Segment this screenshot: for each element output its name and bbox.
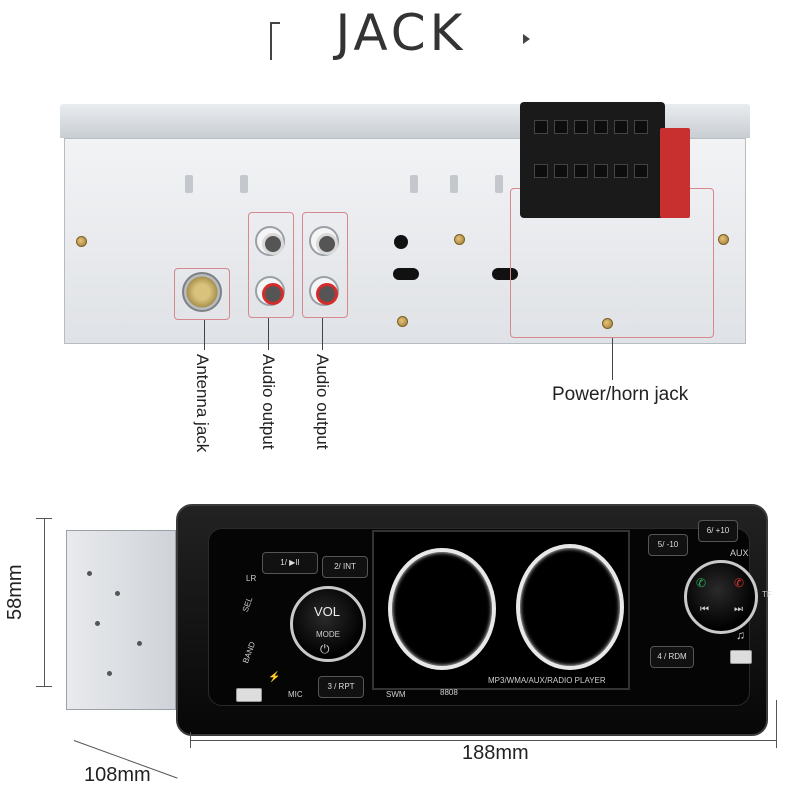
width-dimension-label: 188mm xyxy=(462,742,529,764)
iso-connector xyxy=(520,102,665,218)
iso-pin xyxy=(594,120,608,134)
leader-line xyxy=(204,320,205,350)
rca-white-jack xyxy=(255,226,285,256)
audio-output-1-highlight xyxy=(248,212,294,318)
hole xyxy=(492,268,518,280)
usb-port[interactable] xyxy=(236,688,262,702)
usb-port-right[interactable] xyxy=(730,650,752,664)
iso-pin xyxy=(574,120,588,134)
dimension-tick xyxy=(776,700,777,748)
audio-output-1-label: Audio output xyxy=(259,354,278,450)
title-frame: JACK xyxy=(270,4,532,62)
model-label: 8808 xyxy=(440,688,458,697)
button-1-play-pause[interactable]: 1/ ▶II xyxy=(262,552,318,574)
iso-pin xyxy=(574,164,588,178)
iso-pin xyxy=(614,164,628,178)
volume-knob[interactable] xyxy=(290,586,366,662)
hole xyxy=(393,268,419,280)
next-icon: ⏭ xyxy=(734,604,743,615)
power-horn-jack-label: Power/horn jack xyxy=(552,384,689,405)
button-5-minus10[interactable]: 5/ -10 xyxy=(648,534,688,556)
iso-pin xyxy=(634,120,648,134)
mic-label: MIC xyxy=(288,690,303,699)
right-control-knob[interactable] xyxy=(684,560,758,634)
width-dimension-line xyxy=(190,740,776,741)
depth-dimension-label: 108mm xyxy=(84,764,151,786)
rca-red-jack xyxy=(309,276,339,306)
brand-label: SWM xyxy=(386,690,406,699)
antenna-jack-label: Antenna jack xyxy=(193,354,212,453)
height-dimension-label: 58mm xyxy=(4,564,26,620)
tf-slot-label: TF xyxy=(762,590,772,599)
iso-pin xyxy=(594,164,608,178)
antenna-jack xyxy=(182,272,222,312)
player-label: MP3/WMA/AUX/RADIO PLAYER xyxy=(488,676,606,685)
title-bracket xyxy=(270,22,280,60)
mode-label: MODE xyxy=(316,630,340,639)
aux-port-label: AUX xyxy=(730,548,749,558)
iso-pin xyxy=(554,120,568,134)
audio-output-2-label: Audio output xyxy=(313,354,332,450)
button-3-rpt[interactable]: 3 / RPT xyxy=(318,676,364,698)
screw-icon xyxy=(397,316,408,327)
rca-red-jack xyxy=(255,276,285,306)
screw-icon xyxy=(718,234,729,245)
page-title: JACK xyxy=(335,4,467,62)
iso-pin xyxy=(634,164,648,178)
leader-line xyxy=(268,318,269,350)
usb-icon: ⚡ xyxy=(268,672,281,683)
iso-pin xyxy=(534,164,548,178)
audio-output-2-highlight xyxy=(302,212,348,318)
iso-pin xyxy=(614,120,628,134)
radio-chassis-side xyxy=(66,530,176,710)
phone-hangup-icon: ✆ xyxy=(734,576,745,590)
antenna-highlight xyxy=(174,268,230,320)
button-2-int[interactable]: 2/ INT xyxy=(322,556,368,578)
button-6-plus10[interactable]: 6/ +10 xyxy=(698,520,738,542)
vol-label: VOL xyxy=(314,604,341,619)
screw-icon xyxy=(602,318,613,329)
iso-pin xyxy=(554,164,568,178)
iso-fuse-block xyxy=(660,128,690,218)
title-arrow-icon xyxy=(523,34,530,44)
dimension-tick xyxy=(36,686,52,687)
phone-answer-icon: ✆ xyxy=(696,576,707,590)
right-display-ring xyxy=(516,544,624,670)
music-note-icon: ♫ xyxy=(736,628,745,642)
leader-line xyxy=(322,318,323,350)
lr-label: LR xyxy=(246,574,257,583)
rca-white-jack xyxy=(309,226,339,256)
iso-pin xyxy=(534,120,548,134)
screw-icon xyxy=(76,236,87,247)
prev-icon: ⏮ xyxy=(700,604,709,615)
left-display-ring xyxy=(388,548,496,670)
hole xyxy=(394,235,408,249)
height-dimension-line xyxy=(44,518,45,686)
dimension-tick xyxy=(190,732,191,748)
screw-icon xyxy=(454,234,465,245)
power-icon: ⏻ xyxy=(320,642,330,656)
leader-line xyxy=(612,338,613,380)
button-4-rdm[interactable]: 4 / RDM xyxy=(650,646,694,668)
dimension-tick xyxy=(36,518,52,519)
